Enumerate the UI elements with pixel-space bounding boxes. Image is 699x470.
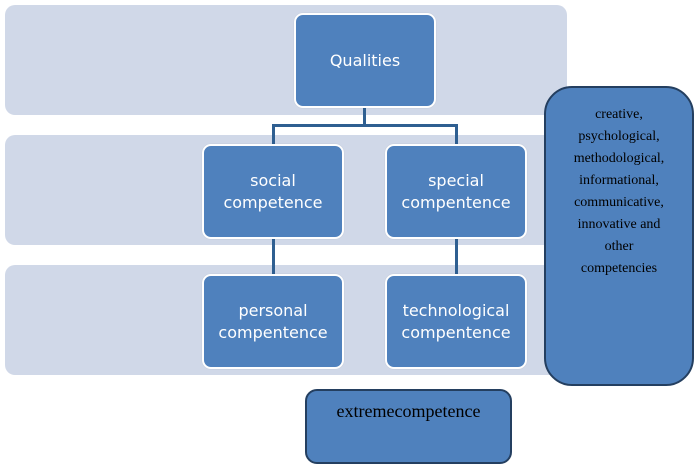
side-note-line: communicative, — [574, 195, 664, 210]
node-special-competence: special compentence — [385, 144, 527, 239]
level-band-1 — [5, 5, 567, 115]
node-social-competence: social competence — [202, 144, 344, 239]
bottom-note-extreme-competence: extremecompetence — [305, 389, 512, 464]
node-technological-competence: technological compentence — [385, 274, 527, 369]
side-note-line: competencies — [580, 261, 658, 276]
side-note-line: innovative and — [577, 217, 661, 232]
side-note-line: informational, — [579, 173, 659, 188]
node-label: special compentence — [401, 170, 511, 212]
node-label: social competence — [223, 170, 323, 212]
node-label: Qualities — [329, 50, 401, 70]
connector-special-technological — [455, 236, 458, 276]
side-note-competencies: creative, psychological, methodological,… — [544, 86, 694, 386]
node-personal-competence: personal compentence — [202, 274, 344, 369]
connector-social-personal — [272, 236, 275, 276]
connector-right-down — [455, 124, 458, 146]
side-note-line: other — [604, 239, 634, 254]
side-note-line: creative, — [595, 107, 643, 122]
connector-root-down — [363, 106, 366, 126]
side-note-line: psychological, — [578, 129, 660, 144]
connector-horizontal — [272, 124, 458, 127]
node-qualities: Qualities — [294, 13, 436, 108]
node-label: technological compentence — [401, 300, 511, 342]
connector-left-down — [272, 124, 275, 146]
bottom-note-label: extremecompetence — [336, 401, 481, 421]
side-note-line: methodological, — [573, 151, 665, 166]
node-label: personal compentence — [218, 300, 328, 342]
